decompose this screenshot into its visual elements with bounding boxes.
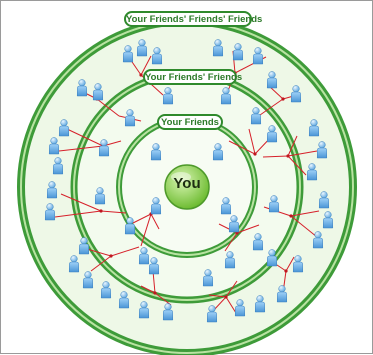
person-icon — [76, 79, 88, 97]
person-icon — [122, 45, 134, 63]
person-icon — [276, 285, 288, 303]
person-icon — [94, 187, 106, 205]
person-icon — [48, 137, 60, 155]
person-icon — [150, 143, 162, 161]
person-icon — [136, 39, 148, 57]
connection-lines — [54, 50, 320, 314]
person-icon — [322, 211, 334, 229]
person-icon — [151, 47, 163, 65]
person-icon — [306, 163, 318, 181]
label-friends-friends-friends: Your Friends' Friends' Friends — [124, 11, 262, 27]
person-icon — [212, 143, 224, 161]
person-icon — [232, 43, 244, 61]
person-icon — [58, 119, 70, 137]
person-icon — [100, 281, 112, 299]
person-icon — [138, 247, 150, 265]
person-icon — [266, 125, 278, 143]
person-icon — [308, 119, 320, 137]
person-icon — [78, 237, 90, 255]
person-icon — [252, 233, 264, 251]
person-icon — [266, 71, 278, 89]
person-icon — [228, 215, 240, 233]
person-icon — [82, 271, 94, 289]
label-friends-friends: Your Friends' Friends — [143, 69, 242, 85]
person-icon — [202, 269, 214, 287]
person-icon — [118, 291, 130, 309]
person-icon — [98, 139, 110, 157]
you-node — [164, 164, 210, 210]
person-icon — [224, 251, 236, 269]
person-icon — [316, 141, 328, 159]
person-icon — [162, 87, 174, 105]
person-icon — [150, 197, 162, 215]
person-icon — [252, 47, 264, 65]
person-icon — [52, 157, 64, 175]
person-icon — [138, 301, 150, 319]
person-icon — [312, 231, 324, 249]
person-icon — [68, 255, 80, 273]
person-icon — [254, 295, 266, 313]
you-label: You — [173, 175, 201, 192]
person-icon — [124, 109, 136, 127]
person-icon — [290, 85, 302, 103]
person-icon — [148, 257, 160, 275]
person-icon — [44, 203, 56, 221]
person-icon — [92, 83, 104, 101]
person-icon — [266, 249, 278, 267]
label-your-friends: Your Friends — [157, 114, 223, 130]
person-icon — [212, 39, 224, 57]
person-icon — [206, 305, 218, 323]
person-icon — [220, 87, 232, 105]
person-icon — [162, 303, 174, 321]
person-icon — [124, 217, 136, 235]
person-icon — [46, 181, 58, 199]
person-icon — [292, 255, 304, 273]
person-icon — [250, 107, 262, 125]
person-icon — [318, 191, 330, 209]
person-icon — [234, 299, 246, 317]
person-icon — [220, 197, 232, 215]
person-icon — [268, 195, 280, 213]
